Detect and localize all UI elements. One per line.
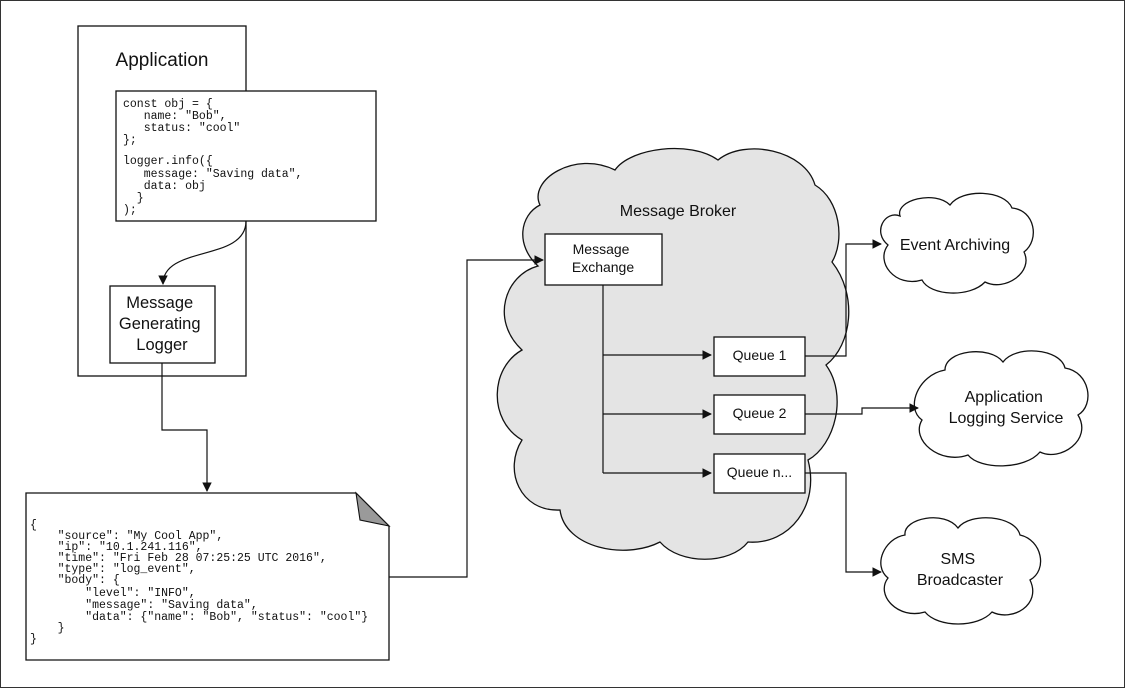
json-line: "time": "Fri Feb 28 07:25:25 UTC 2016", (30, 552, 327, 565)
code-line: name: "Bob", (123, 110, 227, 123)
page-fold-icon (355, 491, 391, 527)
code-line: const obj = { (123, 98, 213, 111)
exchange-label: Message Exchange (572, 241, 634, 275)
logger-label: Message Generating Logger (119, 294, 205, 354)
code-snippet-box (115, 90, 377, 222)
message-generating-logger-box: Message Generating Logger (109, 285, 216, 364)
json-log-document: { "source": "My Cool App", "ip": "10.1.2… (0, 0, 416, 661)
code-line: ); (123, 204, 137, 217)
message-exchange-box: Message Exchange (544, 233, 663, 286)
json-log-text: { "source": "My Cool App", "ip": "10.1.2… (0, 0, 416, 646)
code-line: status: "cool" (123, 122, 240, 135)
queue-2-box: Queue 2 (713, 394, 806, 435)
json-line: "type": "log_event", (30, 563, 196, 576)
sms-broadcaster-cloud (880, 517, 1042, 625)
code-line: message: "Saving data", (123, 168, 302, 181)
queue-n-box: Queue n... (713, 453, 806, 494)
queuen-to-sms-arrow (805, 472, 882, 577)
code-snippet: const obj = { name: "Bob", status: "cool… (0, 0, 351, 217)
json-line: "data": {"name": "Bob", "status": "cool"… (30, 611, 368, 624)
queue-1-label: Queue 1 (733, 347, 787, 363)
queue-1-box: Queue 1 (713, 336, 806, 377)
queue-n-label: Queue n... (727, 464, 792, 480)
json-line: "message": "Saving data", (30, 599, 258, 612)
code-line: logger.info({ (123, 155, 213, 168)
json-line: } (30, 633, 37, 646)
event-archiving-label: Event Archiving (900, 237, 1010, 254)
broker-title: Message Broker (620, 203, 737, 220)
json-line: "ip": "10.1.241.116", (30, 541, 203, 554)
json-line: "body": { (30, 574, 120, 587)
json-line: { (30, 519, 37, 532)
code-line: data: obj (123, 180, 206, 193)
application-title: Application (116, 50, 209, 71)
sms-broadcaster-label: SMS Broadcaster (917, 551, 1004, 589)
logger-to-document-arrow (161, 363, 212, 492)
queue1-to-event-archiving-arrow (805, 239, 882, 357)
event-archiving-cloud (880, 192, 1034, 294)
application-logging-service-label: Application Logging Service (949, 389, 1064, 427)
code-line: }; (123, 134, 137, 147)
code-to-logger-arrow (158, 220, 247, 285)
queue-2-label: Queue 2 (733, 405, 787, 421)
json-line: "source": "My Cool App", (30, 530, 223, 543)
json-line: "level": "INFO", (30, 587, 196, 600)
json-line: } (30, 622, 65, 635)
code-line: } (123, 192, 144, 205)
document-to-exchange-arrow (389, 255, 544, 578)
application-logging-service-cloud (913, 350, 1089, 467)
queue2-to-logging-service-arrow (805, 403, 919, 415)
